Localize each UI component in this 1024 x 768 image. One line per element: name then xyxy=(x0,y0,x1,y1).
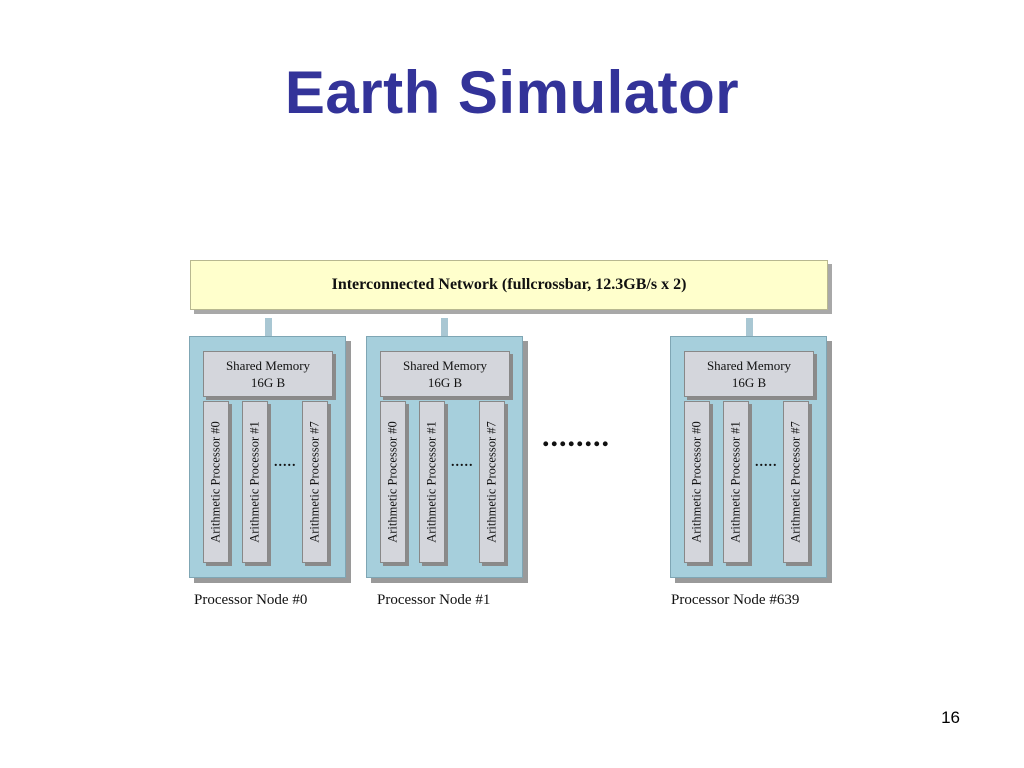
shared-memory: Shared Memory 16G B xyxy=(380,351,510,397)
network-label: Interconnected Network (fullcrossbar, 12… xyxy=(331,276,687,293)
processor-label: Arithmetic Processor #1 xyxy=(728,421,743,543)
processor-ellipsis: ..... xyxy=(274,455,297,470)
processor-node-639: Shared Memory 16G B Arithmetic Processor… xyxy=(670,336,827,578)
arithmetic-processor-0: Arithmetic Processor #0 xyxy=(684,401,710,563)
node-label-0: Processor Node #0 xyxy=(194,592,308,608)
arithmetic-processor-7: Arithmetic Processor #7 xyxy=(783,401,809,563)
node-1-connector xyxy=(441,318,448,336)
processor-label: Arithmetic Processor #7 xyxy=(307,421,322,543)
arithmetic-processor-0: Arithmetic Processor #0 xyxy=(203,401,229,563)
shared-memory: Shared Memory 16G B xyxy=(203,351,333,397)
slide-title: Earth Simulator xyxy=(284,59,740,126)
processor-label: Arithmetic Processor #7 xyxy=(484,421,499,543)
shared-memory-size: 16G B xyxy=(427,375,463,390)
processor-ellipsis: ..... xyxy=(451,455,474,470)
arithmetic-processor-0: Arithmetic Processor #0 xyxy=(380,401,406,563)
processor-label: Arithmetic Processor #0 xyxy=(208,421,223,543)
page-number: 16 xyxy=(941,708,960,727)
node-label-1: Processor Node #1 xyxy=(377,592,491,608)
processor-node-0: Shared Memory 16G B Arithmetic Processor… xyxy=(189,336,346,578)
arithmetic-processor-1: Arithmetic Processor #1 xyxy=(242,401,268,563)
arithmetic-processor-1: Arithmetic Processor #1 xyxy=(419,401,445,563)
processor-label: Arithmetic Processor #1 xyxy=(247,421,262,543)
shared-memory-label: Shared Memory xyxy=(225,358,311,373)
arithmetic-processor-7: Arithmetic Processor #7 xyxy=(302,401,328,563)
shared-memory-label: Shared Memory xyxy=(706,358,792,373)
arithmetic-processor-7: Arithmetic Processor #7 xyxy=(479,401,505,563)
shared-memory: Shared Memory 16G B xyxy=(684,351,814,397)
shared-memory-size: 16G B xyxy=(731,375,767,390)
shared-memory-label: Shared Memory xyxy=(402,358,488,373)
processor-node-1: Shared Memory 16G B Arithmetic Processor… xyxy=(366,336,523,578)
shared-memory-size: 16G B xyxy=(250,375,286,390)
node-0-connector xyxy=(265,318,272,336)
processor-label: Arithmetic Processor #0 xyxy=(689,421,704,543)
node-639-connector xyxy=(746,318,753,336)
interconnected-network: Interconnected Network (fullcrossbar, 12… xyxy=(190,260,828,310)
arithmetic-processor-1: Arithmetic Processor #1 xyxy=(723,401,749,563)
processor-label: Arithmetic Processor #1 xyxy=(424,421,439,543)
processor-label: Arithmetic Processor #7 xyxy=(788,421,803,543)
node-label-639: Processor Node #639 xyxy=(671,592,800,608)
nodes-ellipsis: ........ xyxy=(542,420,610,453)
processor-ellipsis: ..... xyxy=(755,455,778,470)
processor-label: Arithmetic Processor #0 xyxy=(385,421,400,543)
